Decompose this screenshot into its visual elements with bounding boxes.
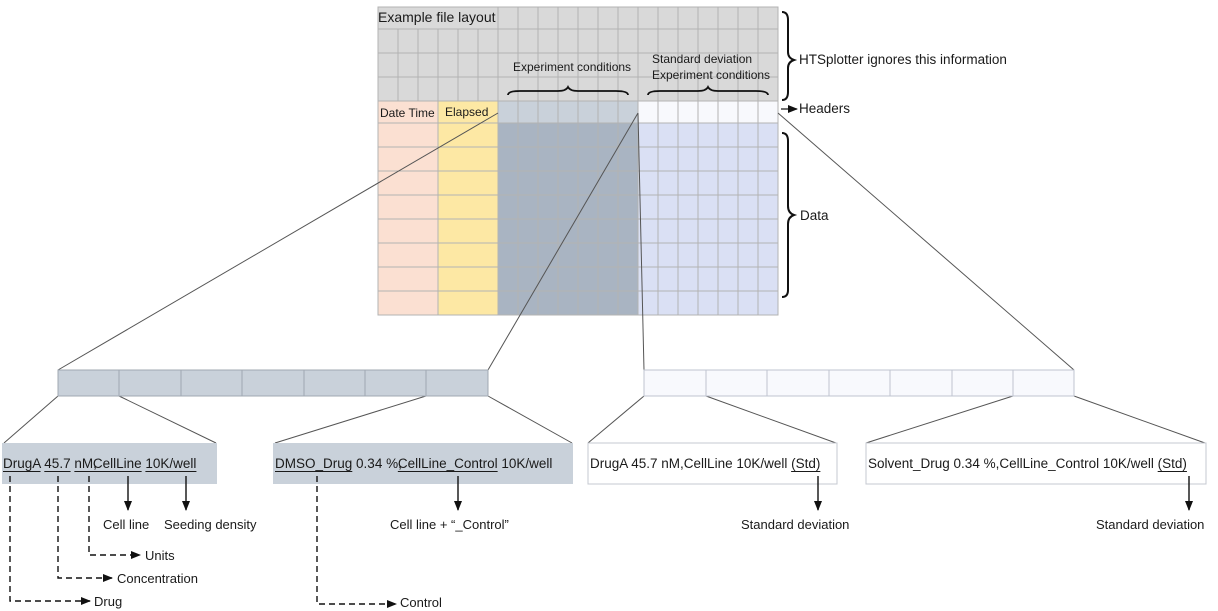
- drug-annotation: Drug: [94, 594, 123, 609]
- experiment-header-zoom: [57, 369, 489, 397]
- cellline-part: CellLine: [92, 456, 142, 471]
- ignored-info-label: HTSplotter ignores this information: [799, 52, 1007, 67]
- elapsed-header: Elapsed: [445, 105, 489, 119]
- std-dev-annotation-2: Standard deviation: [1096, 517, 1205, 532]
- data-label: Data: [800, 208, 829, 223]
- std-label-line1: Standard deviation: [652, 52, 753, 66]
- control-drug-part: DMSO_Drug: [275, 456, 353, 471]
- std-solvent-text: Solvent_Drug 0.34 %,CellLine_Control 10K…: [868, 456, 1158, 471]
- drug-header-text: DrugA 45.7 nM,CellLine 10K/well: [3, 455, 196, 473]
- drug-header-box: [2, 443, 217, 484]
- std-header-cells: [638, 101, 778, 123]
- control-density-part: 10K/well: [501, 456, 553, 471]
- std-solvent-header-box: [865, 442, 1207, 485]
- control-middle-part: 0.34 %,: [356, 456, 402, 471]
- control-cellline-annotation: Cell line + “_Control”: [390, 517, 509, 532]
- drug-name-part: DrugA: [3, 456, 41, 471]
- elapsed-header-cell: [438, 101, 498, 123]
- std-label-line2: Experiment conditions: [652, 68, 771, 82]
- units-part: nM,: [74, 456, 97, 471]
- layout-title: Example file layout: [378, 9, 496, 25]
- control-header-box: [273, 443, 573, 484]
- units-annotation: Units: [145, 548, 175, 563]
- concentration-annotation: Concentration: [117, 571, 198, 586]
- control-cellline-part: CellLine_Control: [397, 456, 498, 471]
- std-drug-header-box: [587, 442, 838, 485]
- concentration-part: 45.7: [44, 456, 71, 471]
- std-solvent-header-text: Solvent_Drug 0.34 %,CellLine_Control 10K…: [868, 455, 1187, 473]
- seeding-density-annotation: Seeding density: [164, 517, 257, 532]
- ignored-info-brace: [781, 11, 798, 101]
- std-conditions-brace: [647, 84, 769, 96]
- density-part: 10K/well: [145, 456, 197, 471]
- std-drug-text: DrugA 45.7 nM,CellLine 10K/well: [590, 456, 792, 471]
- control-header-text: DMSO_Drug 0.34 %,CellLine_Control 10K/we…: [275, 455, 552, 473]
- headers-label: Headers: [799, 101, 851, 116]
- data-brace: [781, 132, 798, 298]
- std-header-zoom: [643, 369, 1075, 397]
- experiment-conditions-brace: [507, 84, 629, 96]
- file-grid: [377, 6, 779, 316]
- cell-line-annotation: Cell line: [103, 517, 150, 532]
- date-time-header-cell: [378, 101, 438, 123]
- experiment-conditions-label: Experiment conditions: [513, 60, 632, 74]
- experiment-header-cells: [498, 101, 638, 123]
- std-dev-annotation-1: Standard deviation: [741, 517, 850, 532]
- date-time-header: Date Time: [380, 106, 435, 120]
- std-drug-std-part: (Std): [791, 456, 821, 471]
- control-annotation: Control: [400, 595, 442, 610]
- std-solvent-std-part: (Std): [1157, 456, 1187, 471]
- std-drug-header-text: DrugA 45.7 nM,CellLine 10K/well (Std): [590, 455, 820, 473]
